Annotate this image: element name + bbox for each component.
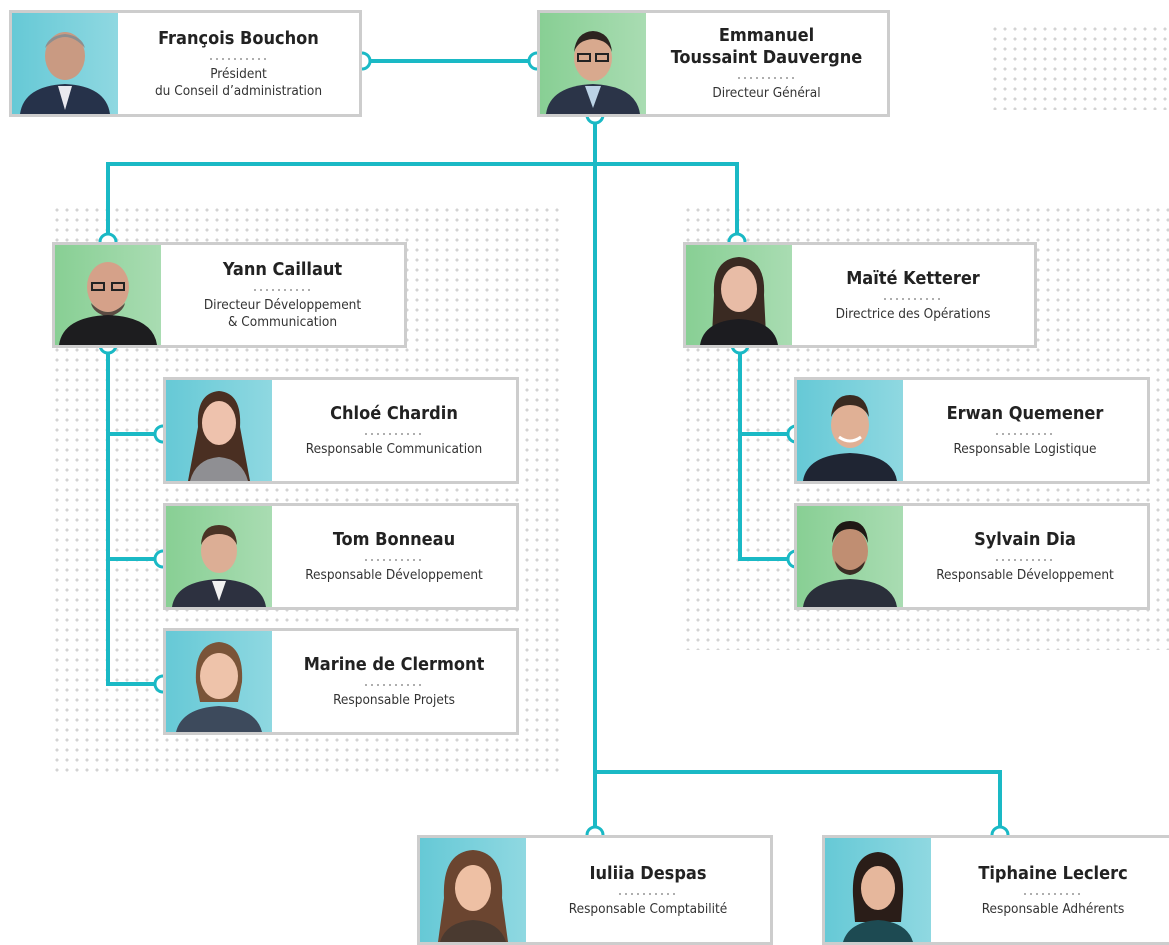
person-silhouette-icon: [172, 525, 266, 607]
card-ceo: Emmanuel Toussaint Dauvergne Directeur G…: [537, 10, 890, 117]
person-role: Responsable Développement: [936, 567, 1114, 583]
dotted-separator: [251, 289, 314, 291]
person-role: Président: [210, 65, 267, 82]
dotted-separator: [363, 433, 425, 435]
dot-pattern-top-right: [990, 24, 1169, 110]
card-projects: Marine de Clermont Responsable Projets: [163, 628, 519, 735]
person-silhouette-icon: [843, 852, 913, 942]
person-role: Responsable Comptabilité: [568, 900, 728, 917]
card-members: Tiphaine Leclerc Responsable Adhérents: [822, 835, 1169, 945]
portrait-photo: [686, 245, 792, 345]
card-logistics: Erwan Quemener Responsable Logistique: [794, 377, 1150, 484]
dotted-separator: [994, 433, 1056, 435]
dotted-separator: [363, 559, 425, 561]
card-president: François Bouchon Président du Conseil d’…: [9, 10, 362, 117]
person-name: Maïté Ketterer: [846, 267, 980, 289]
portrait-photo: [55, 245, 161, 345]
person-silhouette-icon: [546, 31, 640, 114]
portrait-photo: [166, 506, 272, 607]
person-role: Directeur Général: [712, 85, 821, 101]
portrait-photo: [825, 838, 931, 942]
person-role: Responsable Projets: [333, 692, 455, 708]
dotted-separator: [882, 297, 944, 300]
person-name: François Bouchon: [158, 27, 319, 49]
person-silhouette-icon: [803, 521, 897, 607]
portrait-photo: [540, 13, 646, 114]
card-development-1: Tom Bonneau Responsable Développement: [163, 503, 519, 610]
dotted-separator: [735, 77, 798, 79]
card-ops-director: Maïté Ketterer Directrice des Opérations: [683, 242, 1037, 348]
card-communication: Chloé Chardin Responsable Communication: [163, 377, 519, 484]
card-development-2: Sylvain Dia Responsable Développement: [794, 503, 1150, 610]
person-silhouette-icon: [176, 642, 262, 732]
dotted-separator: [994, 559, 1056, 561]
person-name: Chloé Chardin: [330, 403, 458, 424]
person-role: Directeur Développement: [203, 297, 362, 313]
person-name: Yann Caillaut: [222, 259, 343, 280]
card-accounting: Iuliia Despas Responsable Comptabilité: [417, 835, 773, 945]
person-role: Responsable Adhérents: [981, 900, 1125, 917]
portrait-photo: [797, 380, 903, 481]
portrait-photo: [420, 838, 526, 942]
person-name: Tom Bonneau: [332, 529, 456, 550]
portrait-photo: [166, 631, 272, 732]
person-silhouette-icon: [700, 257, 778, 345]
person-role: du Conseil d’administration: [154, 82, 323, 99]
person-role: Responsable Logistique: [953, 441, 1097, 457]
dotted-separator: [363, 684, 425, 686]
portrait-photo: [797, 506, 903, 607]
portrait-photo: [12, 13, 118, 114]
card-dev-director: Yann Caillaut Directeur Développement & …: [52, 242, 407, 348]
person-role: Responsable Communication: [305, 441, 483, 457]
person-role: Directrice des Opérations: [835, 305, 991, 322]
dotted-separator: [617, 892, 679, 895]
person-name: Sylvain Dia: [974, 529, 1076, 550]
person-name: Emmanuel: [718, 25, 815, 46]
person-silhouette-icon: [20, 32, 110, 114]
dotted-separator: [207, 57, 270, 60]
dotted-separator: [1022, 892, 1084, 895]
person-name: Tiphaine Leclerc: [978, 862, 1128, 884]
person-name: Iuliia Despas: [589, 862, 707, 884]
person-name: Toussaint Dauvergne: [670, 47, 863, 68]
person-role: & Communication: [227, 314, 338, 330]
person-name: Erwan Quemener: [946, 403, 1104, 424]
portrait-photo: [166, 380, 272, 481]
person-name: Marine de Clermont: [303, 654, 485, 675]
person-silhouette-icon: [803, 395, 897, 481]
person-silhouette-icon: [188, 391, 250, 481]
person-role: Responsable Développement: [305, 567, 483, 583]
person-silhouette-icon: [438, 850, 508, 942]
person-silhouette-icon: [59, 262, 157, 345]
